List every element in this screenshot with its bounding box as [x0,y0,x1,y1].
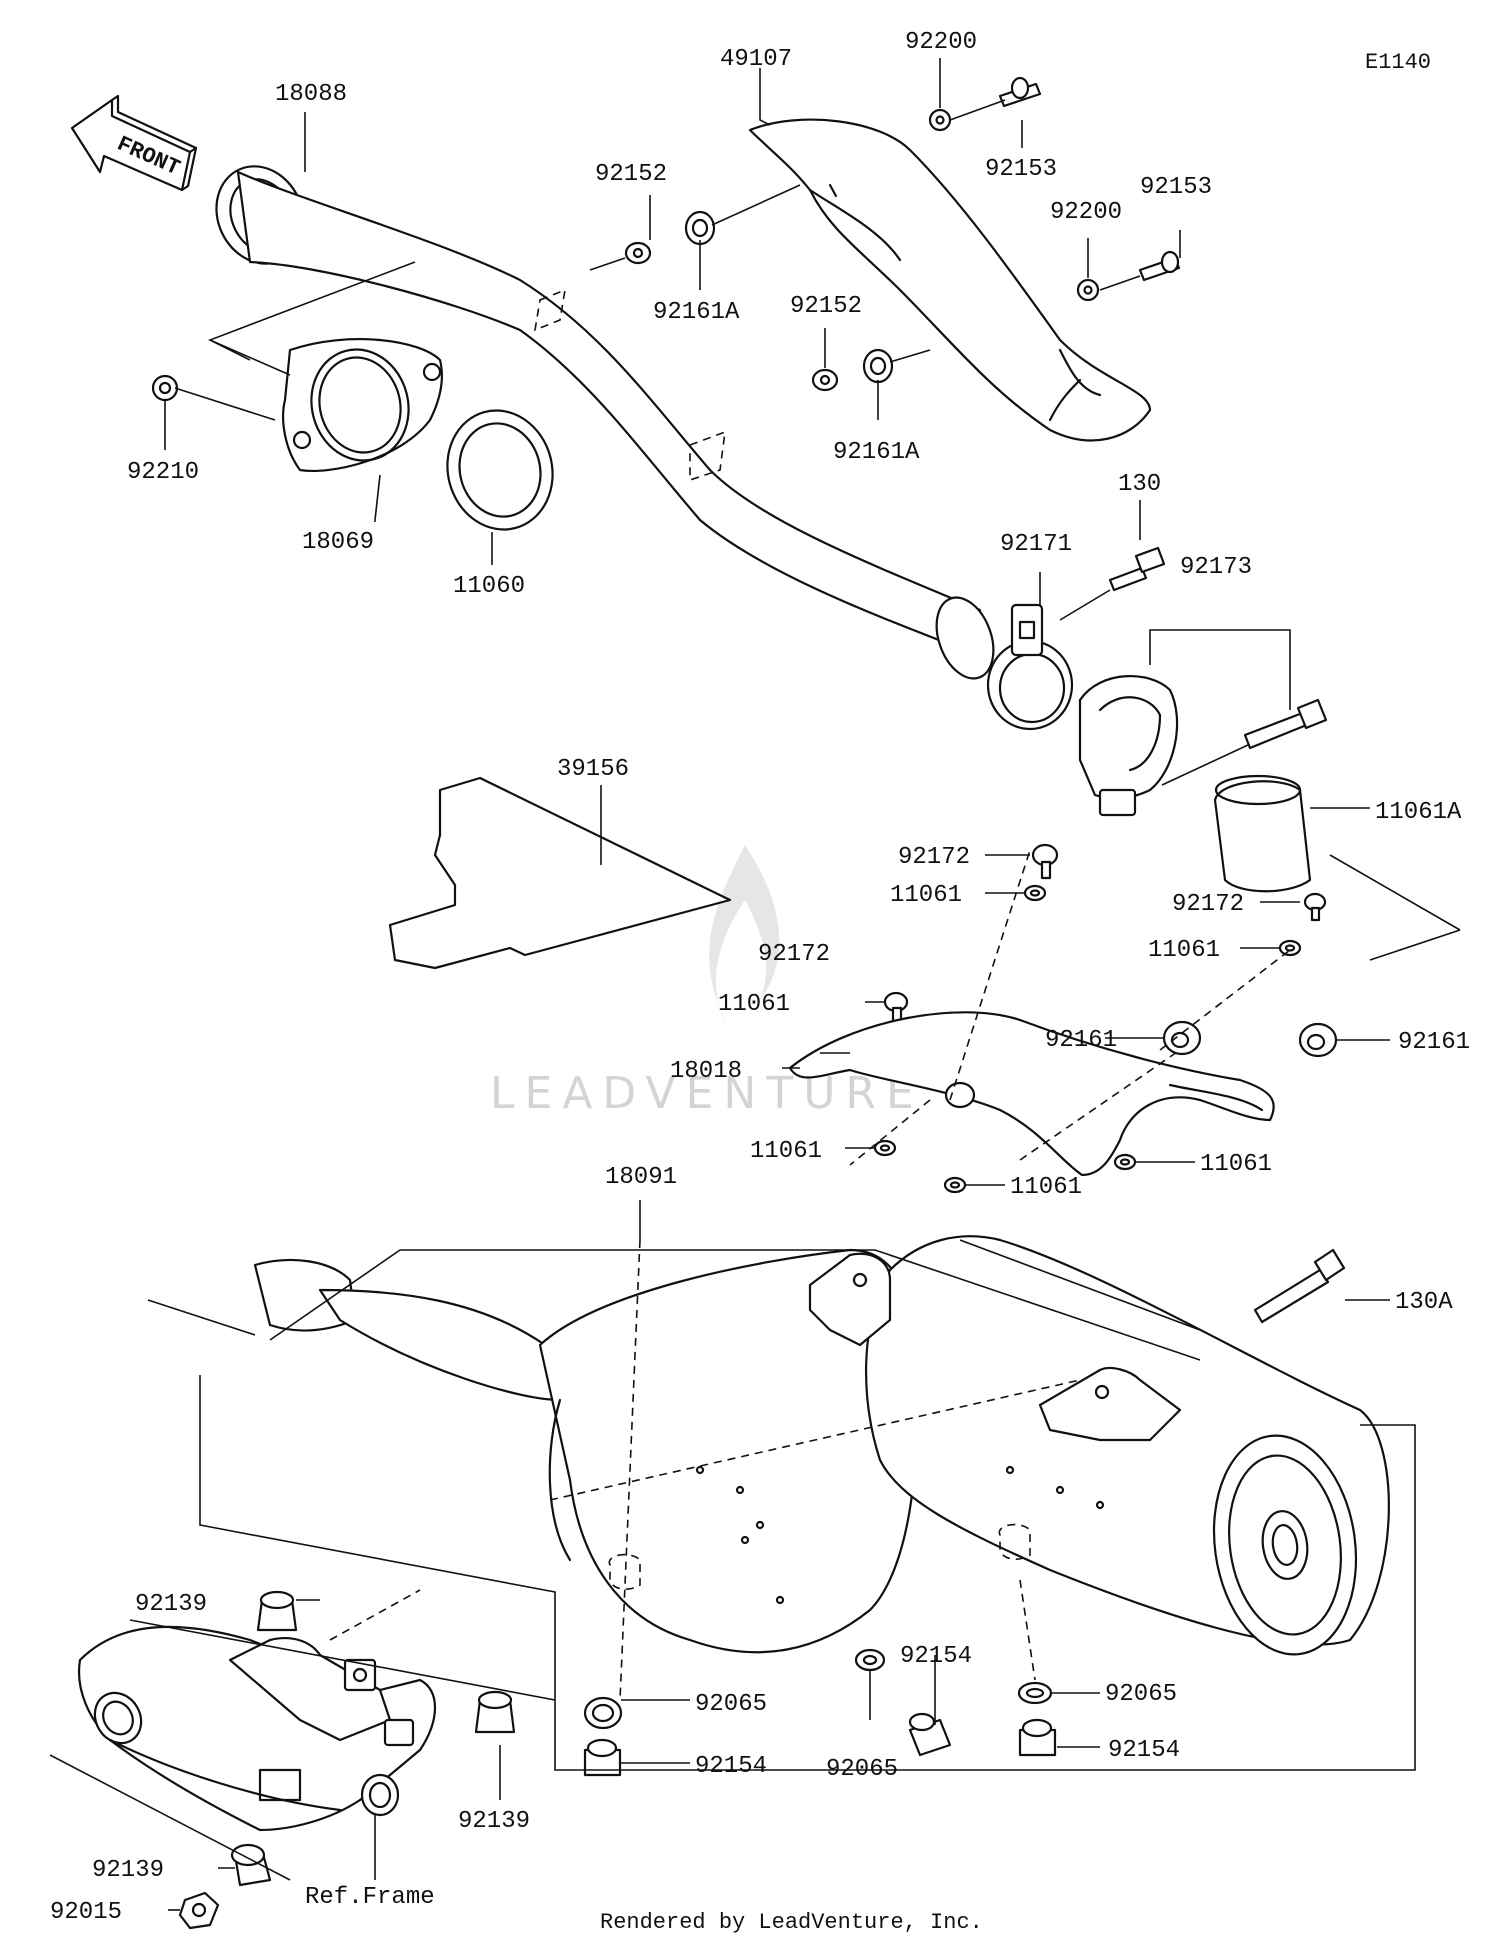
part-label-92153-mid: 92153 [1140,174,1212,201]
part-label-92065-c: 92065 [826,1756,898,1783]
muffler-cover [788,1011,1275,1177]
part-label-92153-top: 92153 [985,156,1057,183]
ref-frame-label: Ref.Frame [305,1884,435,1911]
bolt-icon [1243,698,1328,750]
part-label-92154-c: 92154 [1108,1737,1180,1764]
leader-lines [164,58,1390,1911]
sleeve-11061A [1213,774,1312,893]
watermark: LEADVENTURE [490,845,924,1119]
part-label-39156: 39156 [557,756,629,783]
bolt-icon [1303,892,1327,922]
washer-icon [1278,939,1302,957]
part-label-18069: 18069 [302,529,374,556]
exhaust-flange-gasket [282,337,444,472]
part-label-92065-b: 92065 [1105,1681,1177,1708]
plug-bolt-icon [908,1712,952,1757]
part-label-18091: 18091 [605,1164,677,1191]
grommet-icon [862,348,894,384]
part-label-92161-b: 92161 [1398,1029,1470,1056]
part-label-92172-a: 92172 [898,844,970,871]
bolt-icon [998,76,1042,108]
part-label-92152-top: 92152 [595,161,667,188]
heat-guard-cover [748,118,1152,442]
muffler-assembly [253,1235,1390,1656]
watermark-text: LEADVENTURE [490,1068,924,1119]
part-label-11060: 11060 [453,573,525,600]
washer-icon [1023,884,1047,902]
part-label-11061-f: 11061 [1010,1174,1082,1201]
clamp-92171 [986,603,1074,731]
part-label-92139-c: 92139 [92,1857,164,1884]
part-label-92173: 92173 [1180,554,1252,581]
part-label-11061-c: 11061 [718,991,790,1018]
nut-icon [178,1891,220,1930]
part-label-18088: 18088 [275,81,347,108]
part-labels: 18088 49107 92200 92153 92200 92153 9215… [50,29,1470,1926]
washer-icon [928,108,952,132]
washer-icon [1076,278,1100,302]
washer-icon [1017,1681,1053,1705]
footer-credit: Rendered by LeadVenture, Inc. [600,1910,983,1935]
collar-icon [624,241,652,265]
diagram-code: E1140 [1365,50,1431,75]
grommet-icon [1162,1020,1202,1056]
assembly-bracket-lines [49,261,1461,1881]
part-label-92161A-top: 92161A [653,299,740,326]
bolt-icon [1031,843,1059,880]
part-label-11061A: 11061A [1375,799,1462,826]
part-label-92139-b: 92139 [458,1808,530,1835]
collar-icon [811,368,839,392]
part-label-11061-e: 11061 [1200,1151,1272,1178]
front-arrow-icon: FRONT [70,94,198,192]
part-label-11061-d: 11061 [750,1138,822,1165]
part-label-92161-a: 92161 [1045,1027,1117,1054]
part-label-11061-a: 11061 [890,882,962,909]
washer-icon [854,1648,886,1672]
part-label-92139-a: 92139 [135,1591,207,1618]
bolt-icon [1138,250,1181,282]
part-label-92154-a: 92154 [900,1643,972,1670]
part-label-92171: 92171 [1000,531,1072,558]
nut-icon [151,374,179,402]
part-label-92172-b: 92172 [1172,891,1244,918]
grommet-icon [230,1843,272,1887]
grommet-icon [256,1590,298,1632]
bolt-icon [1253,1248,1346,1324]
bolt-icon [1108,546,1166,592]
part-label-130A: 130A [1395,1289,1453,1316]
part-label-92154-b: 92154 [695,1753,767,1780]
washer-icon [583,1696,623,1730]
exhaust-gasket-ring [446,409,554,531]
part-label-11061-b: 11061 [1148,937,1220,964]
part-label-18018: 18018 [670,1058,742,1085]
part-label-92065-a: 92065 [695,1691,767,1718]
insulator-sheet [388,776,732,970]
part-label-92152-mid: 92152 [790,293,862,320]
washer-icon [1113,1153,1137,1171]
clamp-92173 [1078,674,1179,817]
part-label-49107: 49107 [720,46,792,73]
head-pipe [215,165,995,680]
washer-icon [873,1139,897,1157]
part-label-92172-c: 92172 [758,941,830,968]
part-label-130: 130 [1118,471,1161,498]
plug-bolt-icon [583,1738,622,1777]
part-label-92210: 92210 [127,459,199,486]
plug-bolt-icon [1018,1718,1057,1757]
part-label-92161A-mid: 92161A [833,439,920,466]
grommet-icon [684,210,716,246]
washer-icon [943,1176,967,1194]
part-label-92200-mid: 92200 [1050,199,1122,226]
part-label-92015: 92015 [50,1899,122,1926]
grommet-icon [474,1690,516,1734]
grommet-icon [1298,1022,1338,1058]
ref-frame [77,1625,437,1832]
part-label-92200-top: 92200 [905,29,977,56]
